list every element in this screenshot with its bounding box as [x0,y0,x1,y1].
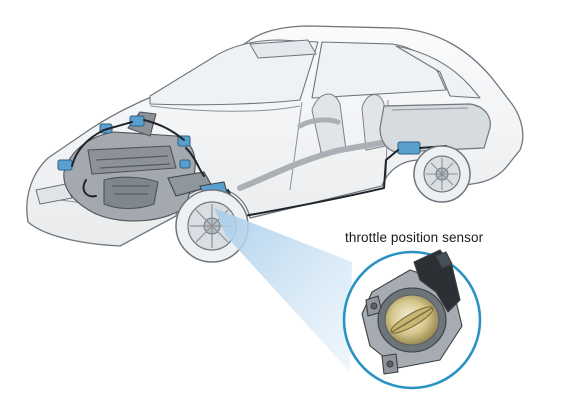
sunroof [249,39,317,59]
engine-block [63,111,196,222]
throttle-body-icon [361,249,463,375]
headlight [35,183,73,205]
callout-beam [214,208,352,372]
fuel-tank [379,103,491,153]
rear-wheel [413,145,471,203]
exhaust-pipe [237,133,443,191]
callout-label: throttle position sensor [345,230,484,245]
interior-seats [311,93,387,157]
